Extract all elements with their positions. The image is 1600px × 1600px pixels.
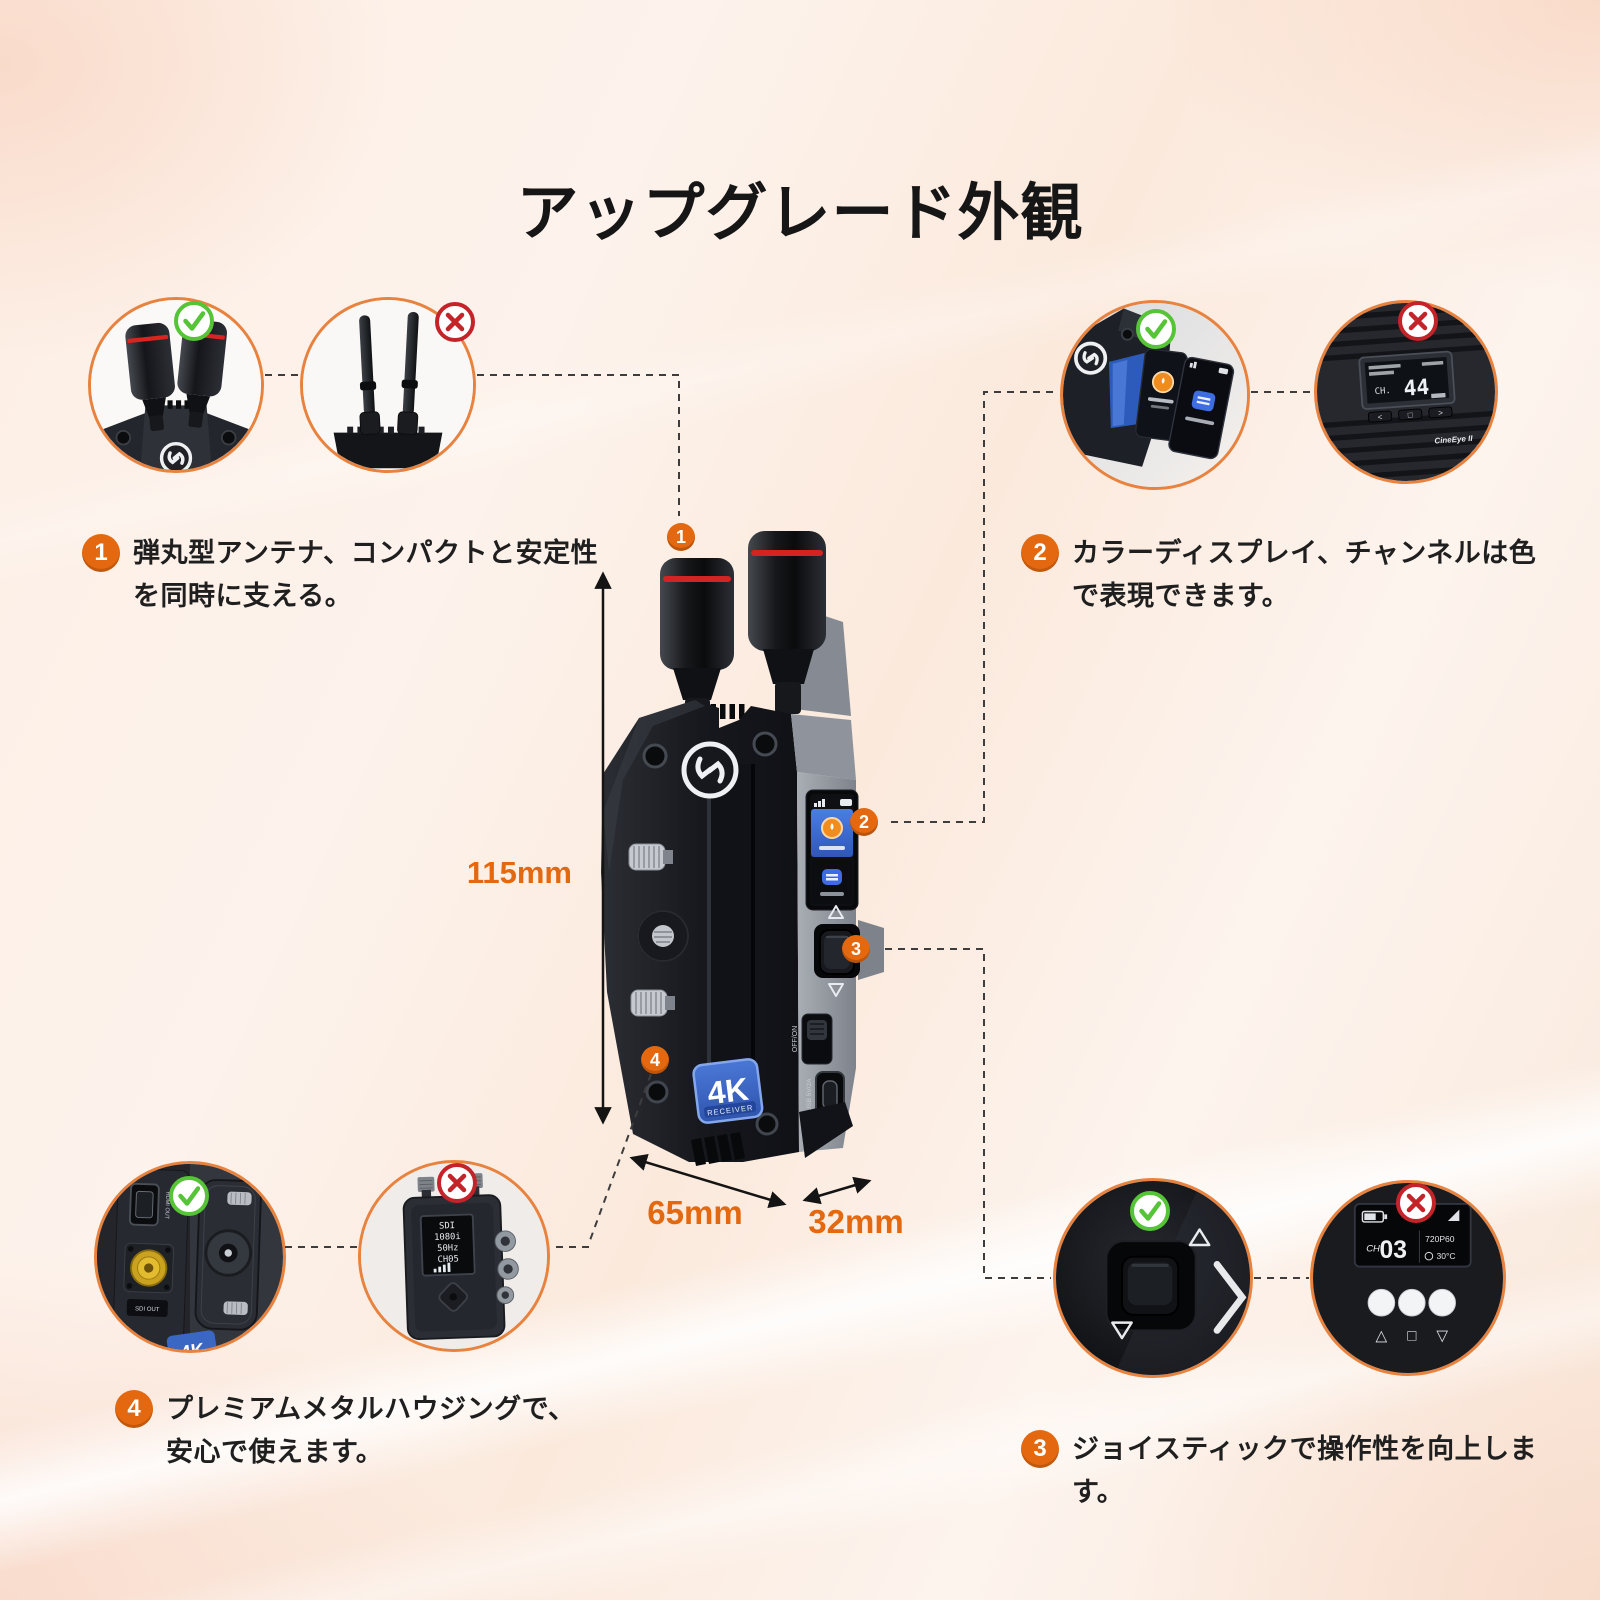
feature-1: 1 弾丸型アンテナ、コンパクトと安定性 を同時に支える。 — [82, 532, 602, 618]
mono-lcd: CH. 44 — [1358, 350, 1456, 410]
svg-text:□: □ — [1407, 1328, 1416, 1345]
product-marker-1: 1 — [667, 523, 695, 551]
brand-logo-icon — [1074, 341, 1108, 375]
feature-number-badge: 2 — [1021, 534, 1059, 572]
dimension-height-label: 115mm — [466, 855, 572, 890]
product-side-wedge — [791, 714, 856, 780]
svg-text:▽: ▽ — [1436, 1328, 1448, 1345]
round-buttons — [1367, 1288, 1456, 1317]
bottom-foot — [799, 1102, 853, 1158]
product-marker-4: 4 — [641, 1046, 669, 1074]
product-mount-rail — [707, 764, 755, 1100]
product-display — [805, 789, 859, 911]
check-icon — [1134, 307, 1178, 351]
sdi-port-label: SDI OUT — [135, 1306, 160, 1313]
feature-text: プレミアムメタルハウジングで、 安心で使えます。 — [166, 1394, 576, 1467]
brand-logo-icon — [681, 741, 739, 799]
svg-text:□: □ — [1408, 410, 1414, 419]
check-icon — [167, 1174, 211, 1218]
brand-logo-icon — [159, 441, 193, 470]
svg-text:30°C: 30°C — [1437, 1251, 1456, 1261]
feature-3: 3 ジョイスティックで操作性を向上します。 — [1021, 1428, 1581, 1514]
cross-icon — [435, 1161, 479, 1205]
product-receiver-photo: OFF/ON 4K RECEIVER USB 5V/2A — [601, 531, 884, 1166]
cross-icon — [1396, 299, 1440, 343]
feature-2: 2 カラーディスプレイ、チャンネルは色 で表現できます。 — [1021, 532, 1541, 618]
svg-text:44: 44 — [1403, 375, 1430, 402]
dimension-width-label: 65mm — [647, 1194, 743, 1231]
svg-text:△: △ — [1376, 1328, 1388, 1345]
switch-label: OFF/ON — [792, 1026, 799, 1052]
feature-number-badge: 1 — [82, 534, 120, 572]
usb-label: USB 5V/2A — [806, 1078, 813, 1112]
feature-number-badge: 3 — [1021, 1430, 1059, 1468]
dimension-depth-label: 32mm — [808, 1203, 904, 1240]
sdi-gold-connector — [130, 1249, 168, 1287]
button-glyphs: △ □ ▽ — [1376, 1328, 1449, 1345]
product-marker-3: 3 — [842, 935, 870, 963]
tripod-mount — [637, 910, 689, 962]
check-icon — [1128, 1189, 1172, 1233]
cross-icon — [1394, 1181, 1438, 1225]
cross-icon — [433, 300, 477, 344]
svg-text:50Hz: 50Hz — [437, 1243, 459, 1254]
mono-screen: SDI 1080i 50Hz CH05 — [419, 1213, 476, 1277]
joystick-stick — [1120, 1255, 1180, 1316]
svg-text:1080i: 1080i — [434, 1232, 461, 1243]
feature-number-badge: 4 — [115, 1390, 153, 1428]
4k-receiver-badge: 4K RECEIVER — [692, 1058, 764, 1124]
check-icon — [172, 299, 216, 343]
feature-text: ジョイスティックで操作性を向上します。 — [1072, 1434, 1538, 1507]
svg-text:SDI: SDI — [439, 1221, 455, 1232]
feature-4: 4 プレミアムメタルハウジングで、 安心で使えます。 — [115, 1388, 635, 1474]
product-marker-2: 2 — [850, 808, 878, 836]
svg-text:03: 03 — [1380, 1237, 1407, 1264]
svg-text:720P60: 720P60 — [1425, 1234, 1455, 1244]
feature-text: 弾丸型アンテナ、コンパクトと安定性 を同時に支える。 — [133, 538, 599, 611]
page-title: アップグレード外観 — [516, 179, 1084, 248]
feature-text: カラーディスプレイ、チャンネルは色 で表現できます。 — [1072, 538, 1537, 611]
product-antenna-left — [660, 558, 734, 724]
dimension-depth-arrow — [802, 1176, 872, 1205]
svg-text:CH.: CH. — [1374, 386, 1391, 397]
svg-text:CH: CH — [1366, 1243, 1380, 1254]
